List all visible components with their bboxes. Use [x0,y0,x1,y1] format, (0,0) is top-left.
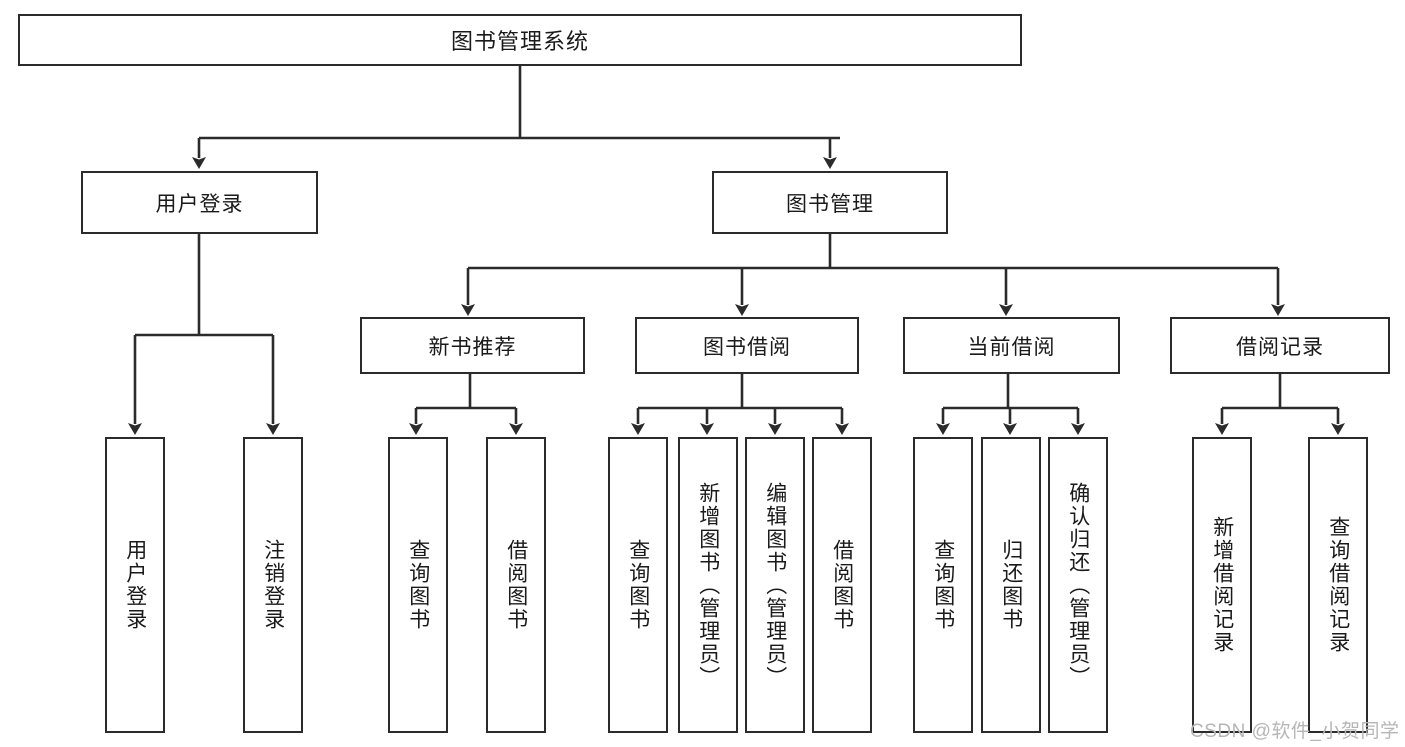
leaf-add-borrow-record[interactable]: 新增借阅记录 [1192,437,1252,733]
wire-group-user-login [128,234,280,435]
node-new-book-recommend[interactable]: 新书推荐 [360,317,585,374]
leaf-query-borrow-record[interactable]: 查询借阅记录 [1308,437,1368,733]
leaf-logout-label: 注销登录 [261,539,285,631]
wire-group-book-mgmt [461,234,1285,316]
node-current-borrow[interactable]: 当前借阅 [903,317,1120,374]
leaf-query-book-recommend[interactable]: 查询图书 [388,437,448,733]
leaf-query-book-recommend-label: 查询图书 [406,539,430,631]
wire-group-root [192,66,840,169]
node-borrow-records[interactable]: 借阅记录 [1170,317,1390,374]
leaf-query-book-borrow[interactable]: 查询图书 [608,437,668,733]
leaf-add-borrow-record-label: 新增借阅记录 [1210,516,1234,654]
leaf-return-book-label: 归还图书 [999,539,1023,631]
leaf-query-borrow-record-label: 查询借阅记录 [1326,516,1350,654]
wire-group-records [1215,374,1345,435]
leaf-logout[interactable]: 注销登录 [243,437,303,733]
node-user-login-label: 用户登录 [155,192,244,216]
node-book-management[interactable]: 图书管理 [712,171,948,234]
node-book-borrow-label: 图书借阅 [703,335,791,359]
leaf-borrow-book-recommend[interactable]: 借阅图书 [486,437,546,733]
leaf-confirm-return-admin[interactable]: 确认归还（管理员） [1048,437,1108,733]
leaf-borrow-book-label: 借阅图书 [830,539,854,631]
node-borrow-records-label: 借阅记录 [1236,335,1324,359]
leaf-confirm-return-admin-label: 确认归还（管理员） [1066,481,1090,689]
node-root-system[interactable]: 图书管理系统 [18,14,1022,66]
leaf-user-login-label: 用户登录 [123,539,147,631]
node-root-system-label: 图书管理系统 [450,29,589,54]
node-current-borrow-label: 当前借阅 [967,335,1056,359]
leaf-user-login[interactable]: 用户登录 [105,437,165,733]
node-user-login[interactable]: 用户登录 [81,171,318,234]
leaf-edit-book-admin-label: 编辑图书（管理员） [763,481,787,689]
node-new-book-recommend-label: 新书推荐 [428,335,517,359]
watermark-text: CSDN @软件_小贺同学 [1190,721,1400,742]
leaf-edit-book-admin[interactable]: 编辑图书（管理员） [745,437,805,733]
node-book-management-label: 图书管理 [786,192,874,216]
leaf-add-book-admin[interactable]: 新增图书（管理员） [678,437,738,733]
wire-group-borrow [631,374,849,435]
wire-group-new-books [409,374,523,435]
leaf-borrow-book[interactable]: 借阅图书 [812,437,872,733]
leaf-return-book[interactable]: 归还图书 [981,437,1041,733]
wire-group-current [936,374,1085,435]
leaf-query-book-current[interactable]: 查询图书 [913,437,973,733]
leaf-borrow-book-recommend-label: 借阅图书 [504,539,528,631]
node-book-borrow[interactable]: 图书借阅 [635,317,859,374]
leaf-query-book-current-label: 查询图书 [931,539,955,631]
leaf-query-book-borrow-label: 查询图书 [626,539,650,631]
leaf-add-book-admin-label: 新增图书（管理员） [696,481,720,689]
